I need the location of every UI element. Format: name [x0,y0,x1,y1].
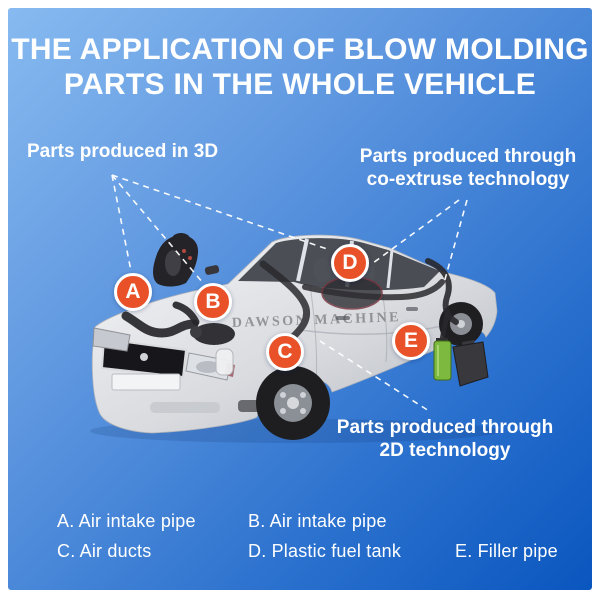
marker-c-letter: C [277,340,293,363]
legend-item-a: A. Air intake pipe [57,511,196,531]
callout-produced-3d: Parts produced in 3D [27,140,218,163]
callout-co-extruse-line1: Parts produced through [359,146,577,167]
callout-produced-2d: Parts produced through 2D technology [320,416,570,462]
page-title: THE APPLICATION OF BLOW MOLDING PARTS IN… [0,32,600,102]
legend-item-d: D. Plastic fuel tank [248,541,402,561]
title-line2: PARTS IN THE WHOLE VEHICLE [63,68,537,101]
marker-d-letter: D [342,251,358,274]
marker-c: C [266,333,304,371]
marker-a: A [114,273,152,311]
marker-a-letter: A [125,280,141,303]
marker-e: E [392,322,430,360]
callout-produced-3d-label: Parts produced in 3D [27,141,219,162]
legend-item-b: B. Air intake pipe [248,511,387,531]
legend-item-c: C. Air ducts [57,541,152,561]
marker-e-letter: E [403,329,418,352]
callout-co-extruse-line2: co-extruse technology [366,169,570,190]
title-line1: THE APPLICATION OF BLOW MOLDING [11,33,589,66]
marker-d: D [331,244,369,282]
legend-item-e: E. Filler pipe [455,541,558,561]
callout-produced-2d-line2: 2D technology [379,440,511,461]
callout-produced-2d-line1: Parts produced through [336,417,554,438]
marker-b: B [194,283,232,321]
marker-b-letter: B [205,290,221,313]
callout-co-extruse: Parts produced through co-extruse techno… [348,145,588,191]
